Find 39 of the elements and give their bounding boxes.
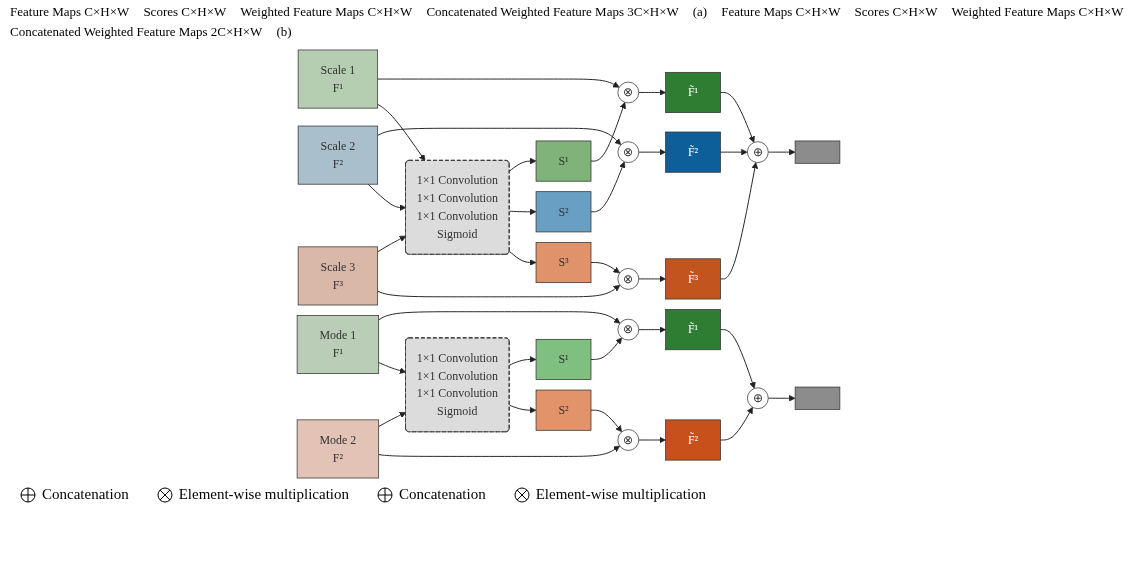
node-box (297, 125, 379, 185)
column-heading: Feature Maps C×H×W (721, 4, 841, 20)
node-box (535, 338, 592, 380)
node-box (535, 242, 592, 283)
legend-text: Concatenation (399, 486, 486, 503)
column-heading: Scores C×H×W (143, 4, 227, 20)
node-box (665, 419, 721, 461)
node-box (665, 258, 721, 300)
legend-text: Element-wise multiplication (535, 486, 707, 503)
column-heading: (a) (692, 4, 708, 20)
node-circle (617, 141, 640, 163)
node-box (794, 386, 841, 410)
legend-text: Element-wise multiplication (178, 486, 350, 503)
node-box (535, 191, 592, 233)
node-box (297, 246, 379, 306)
node-box (297, 49, 379, 109)
column-heading: Feature Maps C×H×W (10, 4, 130, 20)
node-box (535, 140, 592, 182)
node-box (296, 419, 380, 479)
node-circle (747, 387, 769, 410)
node-circle (617, 268, 640, 290)
node-circle (617, 81, 640, 104)
node-box (665, 309, 721, 351)
node-box (794, 140, 841, 164)
node-box (665, 71, 721, 113)
column-heading: Scores C×H×W (854, 4, 938, 20)
legend-text: Concatenation (42, 486, 129, 503)
node-box (296, 315, 380, 374)
column-heading: Concatenated Weighted Feature Maps 2C×H×W (10, 24, 263, 40)
column-heading: Weighted Feature Maps C×H×W (240, 4, 413, 20)
node-circle (617, 429, 640, 451)
node-circle (617, 318, 640, 341)
column-heading: Weighted Feature Maps C×H×W (951, 4, 1124, 20)
node-box (535, 389, 592, 431)
node-circle (747, 141, 769, 163)
column-heading: Concatenated Weighted Feature Maps 3C×H×W (426, 4, 679, 20)
column-heading: (b) (276, 24, 292, 40)
network-diagram: Scale 1 F¹ Scale 2 F² Scale 3 F³ 1×1 Convolution 1×1 Convolution 1×1 Convolution Sigmoid S¹ S² S³ ⊗ ⊗ ⊗ F̃¹ F̃² F̃³ ⊕ Mode 1 F¹ Mode 2 F² 1×1 Convolution 1×1 Convolution 1×1 Convolution Sigmoid S¹ S² ⊗ ⊗ F̃¹ F̃² ⊕ (0, 44, 1137, 484)
node-box (665, 131, 721, 173)
